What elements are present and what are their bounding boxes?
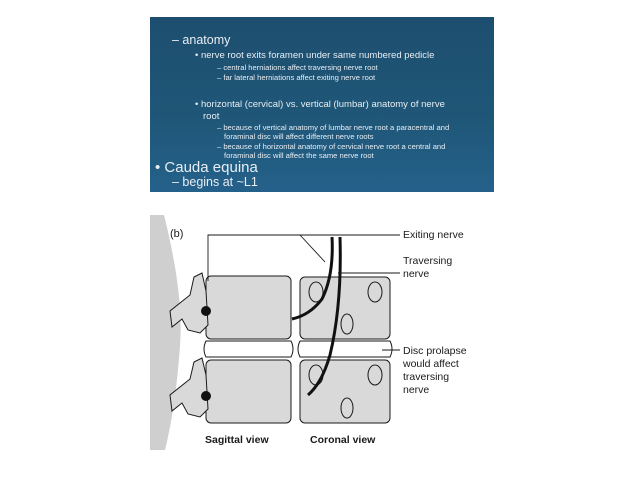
sagittal-lower-nerve-dot (201, 391, 211, 401)
label-nerve-2: nerve (403, 384, 429, 396)
label-traversing-nerve: nerve (403, 268, 429, 280)
spine-diagram-svg: (b) Exiting (150, 215, 467, 450)
coronal-disc (297, 340, 393, 358)
bullet-horizontal-anatomy-cont: foraminal disc will affect the same nerv… (224, 151, 374, 160)
caption-sagittal-view: Sagittal view (205, 434, 269, 446)
bullet-cauda-equina: • Cauda equina (155, 159, 258, 176)
bullet-nerve-root-exits: • nerve root exits foramen under same nu… (195, 50, 435, 61)
bullet-vertical-anatomy-cont: foraminal disc will affect different ner… (224, 132, 374, 141)
bullet-horizontal-anatomy: – because of horizontal anatomy of cervi… (217, 142, 446, 151)
coronal-upper-left-pedicle (308, 281, 324, 303)
coronal-upper-right-pedicle (367, 281, 383, 303)
bullet-central-herniations: – central herniations affect traversing … (217, 63, 378, 72)
exiting-nerve (291, 236, 334, 321)
bullet-anatomy: – anatomy (172, 33, 231, 47)
sagittal-upper-vertebra (205, 275, 292, 340)
label-would-affect: would affect (402, 358, 459, 370)
bullet-begins-at: – begins at ~L1 (172, 175, 258, 189)
sagittal-lower-posterior-element (169, 357, 209, 418)
bullet-far-lateral: – far lateral herniations affect exiting… (217, 73, 376, 82)
label-exiting-nerve: Exiting nerve (403, 229, 464, 241)
label-disc-prolapse: Disc prolapse (403, 345, 467, 357)
bullet-vertical-anatomy: – because of vertical anatomy of lumbar … (217, 123, 450, 132)
sagittal-disc (203, 340, 294, 358)
label-traversing-2: traversing (403, 371, 449, 383)
bullet-horizontal-vertical-cont: root (203, 111, 220, 122)
label-traversing: Traversing (403, 255, 452, 267)
sagittal-upper-posterior-element (169, 272, 209, 334)
exiting-nerve-leader-diag (299, 234, 326, 263)
coronal-lower-right-pedicle (367, 364, 383, 386)
panel-label: (b) (170, 228, 183, 240)
background-shape (150, 215, 181, 450)
coronal-lower-spinous (340, 397, 354, 419)
bullet-horizontal-vertical: • horizontal (cervical) vs. vertical (lu… (195, 99, 445, 110)
sagittal-upper-nerve-dot (201, 306, 211, 316)
spine-diagram: (b) Exiting (150, 215, 495, 450)
exiting-nerve-leader (207, 234, 400, 281)
traversing-nerve (306, 236, 342, 397)
sagittal-lower-vertebra (205, 359, 292, 424)
coronal-upper-spinous (340, 313, 354, 335)
caption-coronal-view: Coronal view (310, 434, 376, 446)
slide-panel: – anatomy • nerve root exits foramen und… (150, 17, 494, 192)
